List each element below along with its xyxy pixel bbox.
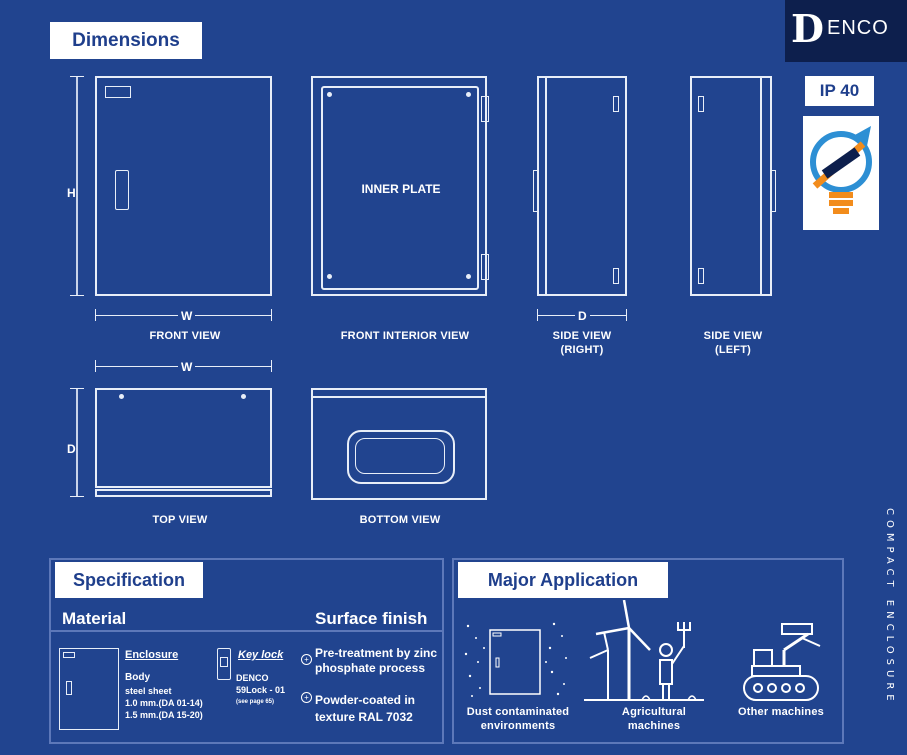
front-view-caption: FRONT VIEW bbox=[149, 330, 221, 342]
finish-2-line-a: Powder-coated in bbox=[315, 693, 416, 707]
enclosure-label: Enclosure bbox=[125, 649, 179, 661]
bottom-view-caption: BOTTOM VIEW bbox=[359, 514, 441, 526]
page-title: Dimensions bbox=[50, 22, 202, 59]
logo-text: ENCO bbox=[827, 17, 889, 39]
dust-caption-1: Dust contaminated bbox=[466, 706, 570, 718]
depth-label-side: D bbox=[575, 309, 590, 323]
side-view-right bbox=[533, 76, 627, 296]
wind-turbine-farmer-icon bbox=[584, 599, 704, 704]
side-vertical-text: COMPACT ENCLOSURE bbox=[884, 508, 895, 706]
surface-finish-heading: Surface finish bbox=[315, 609, 428, 628]
bullet-icon: + bbox=[301, 692, 312, 703]
denco-logo: D ENCO bbox=[785, 0, 907, 62]
finish-1-line-b: phosphate process bbox=[315, 661, 426, 675]
height-label: H bbox=[67, 184, 76, 202]
bottom-view-enclosure bbox=[311, 388, 487, 500]
logo-letter: D bbox=[791, 6, 824, 51]
top-width-label: W bbox=[178, 360, 196, 374]
specification-title: Specification bbox=[55, 562, 203, 598]
specification-panel: Specification Material Surface finish En… bbox=[49, 558, 444, 744]
height-dim-line bbox=[76, 76, 78, 296]
width-label: W bbox=[178, 309, 196, 323]
body-label: Body bbox=[125, 672, 150, 683]
bullet-icon: + bbox=[301, 654, 312, 665]
material-heading: Material bbox=[62, 609, 127, 628]
dust-environment-icon bbox=[462, 618, 574, 702]
inner-plate-label: INNER PLATE bbox=[361, 182, 441, 196]
enclosure-thumbnail bbox=[59, 648, 119, 730]
front-interior-caption: FRONT INTERIOR VIEW bbox=[340, 330, 470, 342]
application-title: Major Application bbox=[458, 562, 668, 598]
agri-caption-2: machines bbox=[627, 720, 681, 732]
key-lock-model: 59Lock - 01 bbox=[236, 685, 286, 695]
top-view-enclosure bbox=[95, 388, 272, 488]
dust-caption-2: environments bbox=[480, 720, 556, 732]
ip-rating-badge: IP 40 bbox=[805, 76, 874, 106]
lightbulb-icon bbox=[803, 116, 879, 230]
side-right-caption-2: (RIGHT) bbox=[560, 344, 604, 356]
nameplate bbox=[105, 86, 131, 98]
application-panel: Major Application Dust contaminated envi… bbox=[452, 558, 844, 744]
body-thickness-2: 1.5 mm.(DA 15-20) bbox=[125, 710, 203, 720]
side-left-caption-2: (LEFT) bbox=[714, 344, 752, 356]
key-lock-icon bbox=[217, 648, 231, 680]
handle bbox=[115, 170, 129, 210]
body-thickness-1: 1.0 mm.(DA 01-14) bbox=[125, 698, 203, 708]
body-material: steel sheet bbox=[125, 686, 172, 696]
robot-machine-icon bbox=[738, 620, 828, 704]
finish-1-line-a: Pre-treatment by zinc bbox=[315, 646, 438, 660]
side-right-caption-1: SIDE VIEW bbox=[552, 330, 612, 342]
other-machines-caption: Other machines bbox=[738, 706, 824, 718]
key-lock-label: Key lock bbox=[238, 649, 284, 661]
finish-2-line-b: texture RAL 7032 bbox=[315, 710, 413, 724]
top-depth-label: D bbox=[67, 440, 76, 458]
front-view-enclosure bbox=[95, 76, 272, 296]
cable-gland-plate bbox=[347, 430, 455, 484]
side-left-caption-1: SIDE VIEW bbox=[703, 330, 763, 342]
key-lock-note: (see page 65) bbox=[236, 699, 275, 705]
front-interior-enclosure: INNER PLATE bbox=[311, 76, 489, 296]
agri-caption-1: Agricultural bbox=[621, 706, 687, 718]
top-view-caption: TOP VIEW bbox=[152, 514, 208, 526]
key-lock-brand: DENCO bbox=[236, 673, 269, 683]
side-view-left bbox=[690, 76, 776, 296]
